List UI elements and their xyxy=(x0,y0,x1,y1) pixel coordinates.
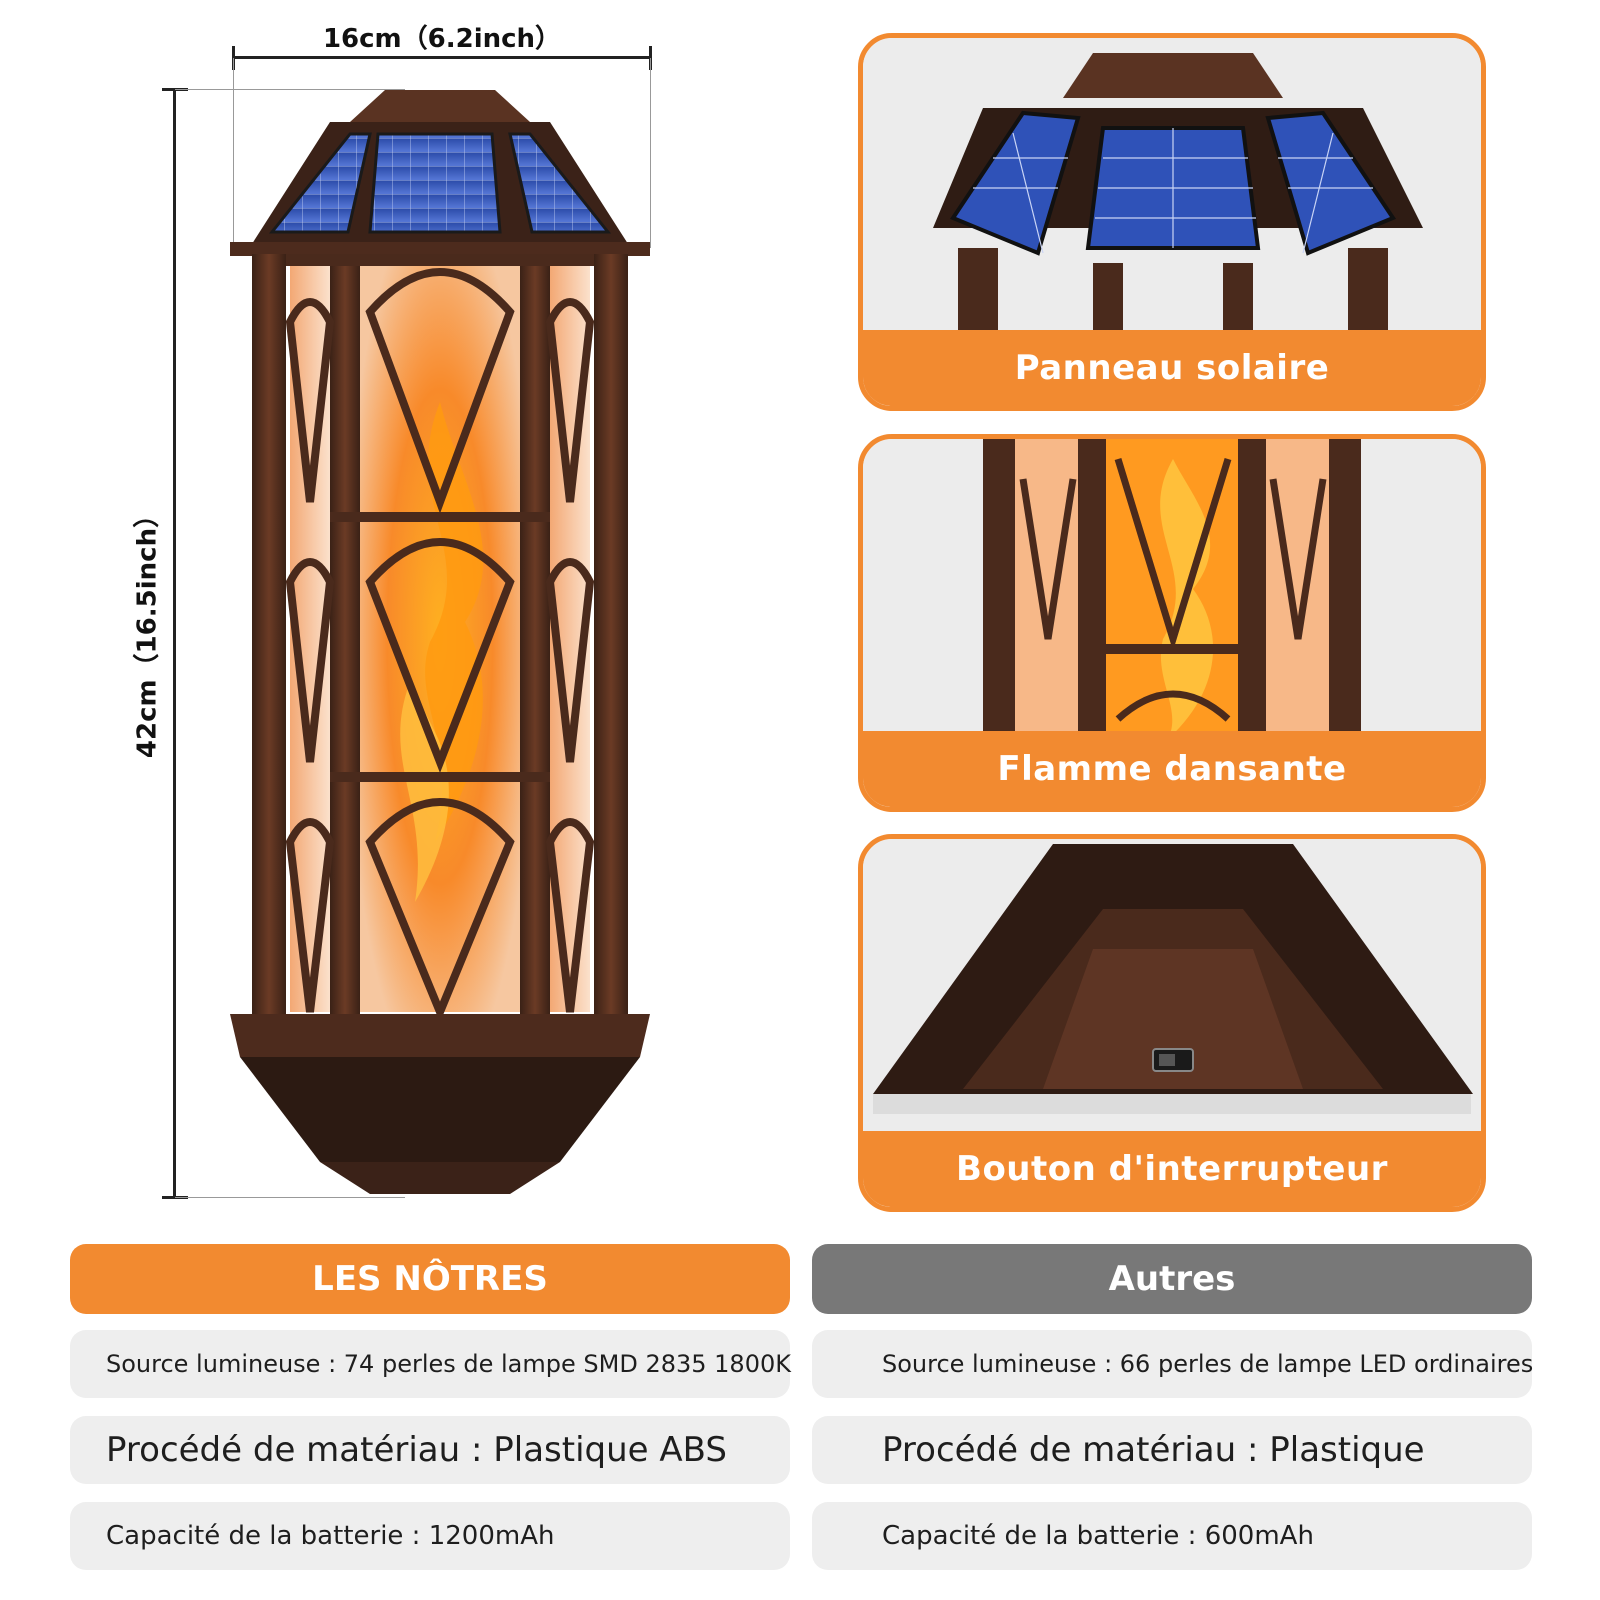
comparison-cell: Procédé de matériau : Plastique ABS xyxy=(106,1430,727,1470)
feature-card-switch-button: Bouton d'interrupteur xyxy=(858,834,1486,1212)
comparison-header-others-label: Autres xyxy=(1108,1259,1236,1299)
comparison-header-others: Autres xyxy=(812,1244,1532,1314)
feature-caption-bar: Flamme dansante xyxy=(863,731,1481,807)
feature-caption-flame: Flamme dansante xyxy=(997,749,1347,789)
width-dimension-line xyxy=(232,56,652,59)
height-dimension-line xyxy=(173,88,176,1198)
comparison-row-ours-battery: Capacité de la batterie : 1200mAh xyxy=(70,1502,790,1570)
solar-panel-icon xyxy=(863,38,1481,338)
comparison-row-others-battery: Capacité de la batterie : 600mAh xyxy=(812,1502,1532,1570)
comparison-row-others-material: Procédé de matériau : Plastique xyxy=(812,1416,1532,1484)
comparison-cell: Capacité de la batterie : 600mAh xyxy=(882,1521,1314,1551)
feature-caption-bar: Bouton d'interrupteur xyxy=(863,1131,1481,1207)
comparison-row-ours-light-source: Source lumineuse : 74 perles de lampe SM… xyxy=(70,1330,791,1398)
comparison-cell: Source lumineuse : 74 perles de lampe SM… xyxy=(106,1350,791,1378)
comparison-cell: Source lumineuse : 66 perles de lampe LE… xyxy=(882,1350,1534,1378)
feature-caption-bar: Panneau solaire xyxy=(863,330,1481,406)
feature-card-solar-panel: Panneau solaire xyxy=(858,33,1486,411)
feature-card-dancing-flame: Flamme dansante xyxy=(858,434,1486,812)
lantern-product-image xyxy=(230,90,650,1194)
height-guide-top xyxy=(175,89,405,90)
comparison-cell: Procédé de matériau : Plastique xyxy=(882,1430,1425,1470)
feature-caption-solar: Panneau solaire xyxy=(1014,348,1330,388)
height-dimension-label: 42cm（16.5inch） xyxy=(132,501,163,759)
comparison-cell: Capacité de la batterie : 1200mAh xyxy=(106,1521,555,1551)
comparison-header-ours: LES NÔTRES xyxy=(70,1244,790,1314)
feature-caption-switch: Bouton d'interrupteur xyxy=(956,1149,1388,1189)
width-guide-right xyxy=(650,58,651,248)
height-guide-bottom xyxy=(175,1197,405,1198)
comparison-header-ours-label: LES NÔTRES xyxy=(312,1259,548,1299)
comparison-row-others-light-source: Source lumineuse : 66 perles de lampe LE… xyxy=(812,1330,1534,1398)
comparison-row-ours-material: Procédé de matériau : Plastique ABS xyxy=(70,1416,790,1484)
switch-icon xyxy=(863,839,1481,1139)
width-dimension-label: 16cm（6.2inch） xyxy=(322,24,562,54)
width-guide-left xyxy=(233,58,234,248)
flame-icon xyxy=(863,439,1481,739)
